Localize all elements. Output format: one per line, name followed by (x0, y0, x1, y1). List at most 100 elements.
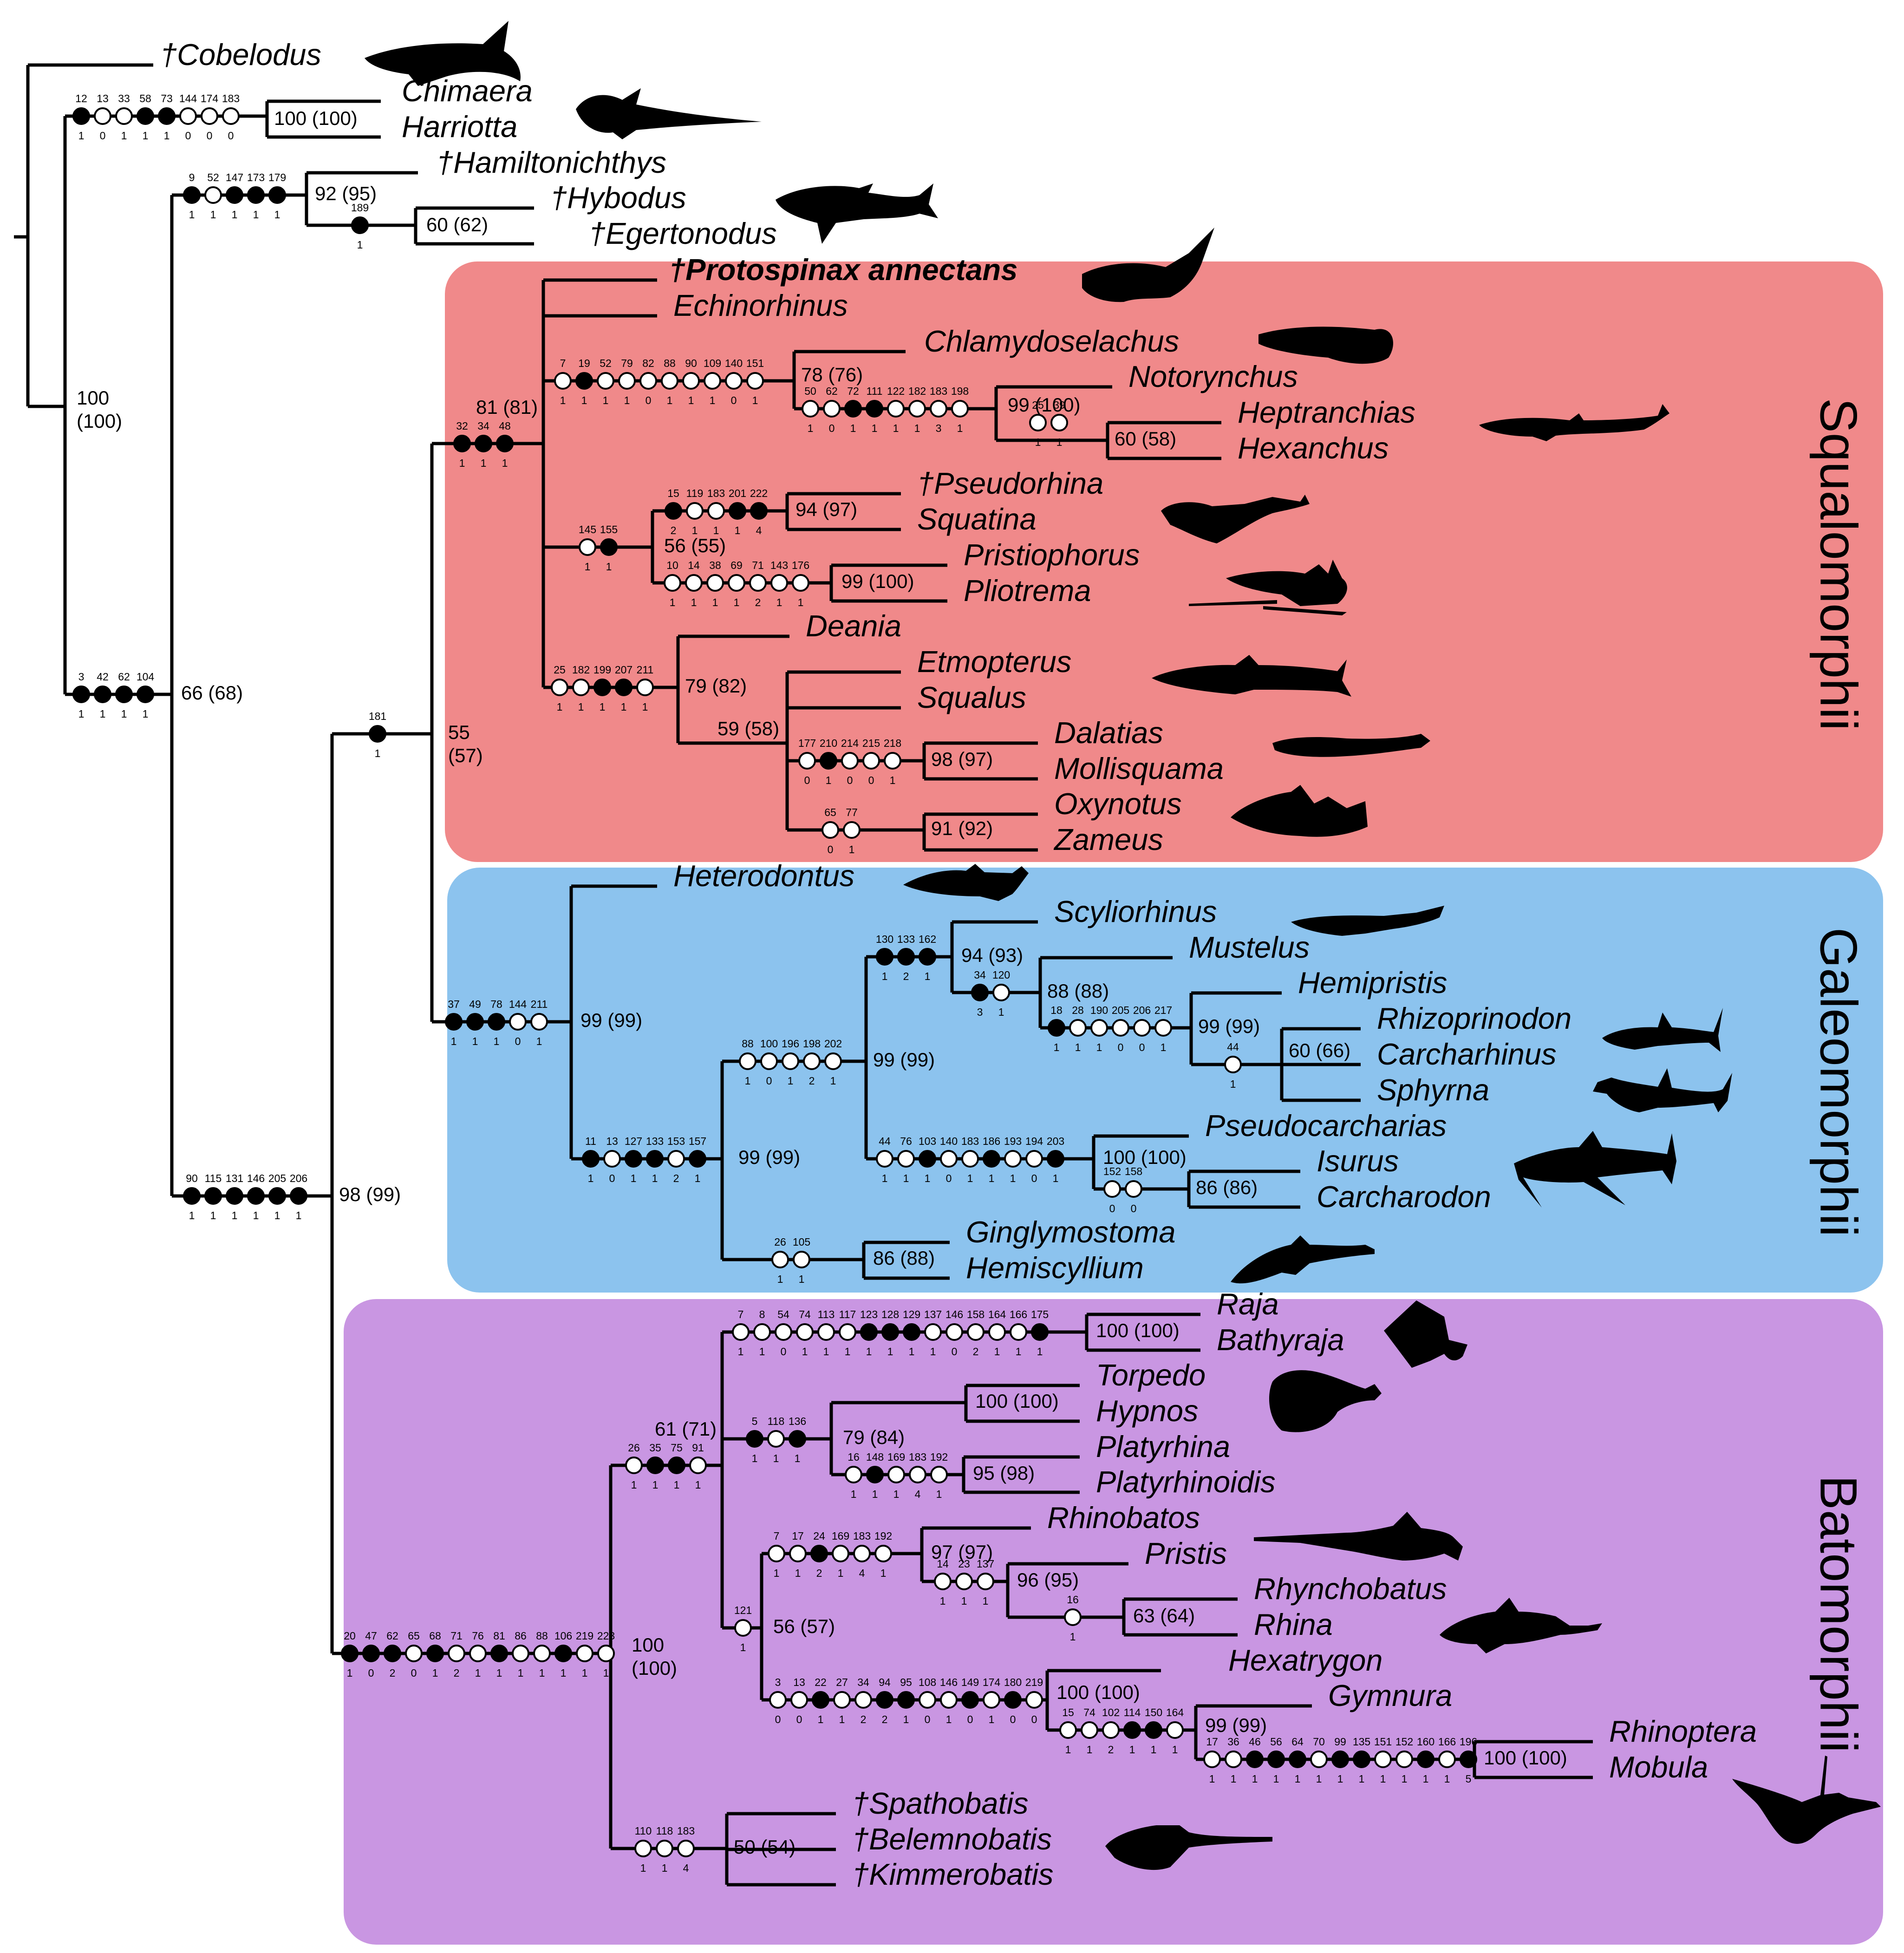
character-state: 1 (893, 422, 899, 434)
character-state-marker (204, 1187, 222, 1205)
taxon-label: Rhizoprinodon (1377, 1001, 1571, 1035)
character-number: 137 (977, 1558, 994, 1570)
character-state: 0 (1118, 1041, 1124, 1053)
character-number: 206 (1133, 1004, 1151, 1016)
character-state-marker (983, 1150, 1000, 1168)
character-state: 1 (189, 209, 195, 221)
character-state: 0 (368, 1667, 374, 1679)
character-number: 38 (709, 559, 721, 571)
character-state-marker (874, 1545, 892, 1562)
support-value: 63 (64) (1133, 1605, 1195, 1626)
character-state-marker (665, 502, 682, 520)
taxon-label: †Belemnobatis (852, 1822, 1052, 1856)
character-number: 37 (448, 998, 460, 1010)
taxon-label: Gymnura (1328, 1679, 1452, 1712)
taxon-label: †Egertonodus (589, 216, 777, 250)
character-state-marker (554, 372, 572, 390)
character-number: 75 (671, 1442, 683, 1454)
character-states: 1211303315817311440174018309152114711731… (72, 92, 1477, 1874)
character-number: 54 (777, 1308, 789, 1320)
character-state: 1 (774, 1567, 780, 1579)
support-value: 100 (100) (274, 107, 358, 129)
taxon-label: Platyrhinoidis (1096, 1465, 1276, 1499)
character-number: 47 (365, 1630, 377, 1642)
character-number: 223 (597, 1630, 615, 1642)
character-state: 1 (1231, 1773, 1237, 1785)
character-state-marker (496, 435, 514, 452)
taxon-label: Isurus (1317, 1144, 1399, 1178)
character-number: 52 (600, 357, 612, 369)
character-state: 0 (1131, 1202, 1137, 1215)
character-state: 1 (674, 1479, 680, 1491)
taxon-label: Platyrhina (1096, 1430, 1230, 1463)
taxon-label: Chlamydoselachus (924, 324, 1179, 358)
character-number: 103 (919, 1135, 936, 1147)
character-state-marker (739, 1052, 756, 1070)
character-state-marker (1050, 414, 1068, 431)
character-number: 151 (1374, 1736, 1392, 1748)
taxon-label: Torpedo (1096, 1358, 1206, 1392)
support-value: 55 (448, 721, 470, 743)
character-state: 1 (872, 422, 878, 434)
character-number: 151 (746, 357, 764, 369)
support-value: 100 (100) (1096, 1319, 1180, 1341)
support-values: 100 (100)92 (95)60 (62)100(100)66 (68)98… (77, 107, 1567, 1858)
character-state-marker (1029, 414, 1047, 431)
character-number: 76 (900, 1135, 912, 1147)
character-number: 110 (635, 1825, 652, 1837)
character-state: 1 (143, 130, 149, 142)
character-state-marker (575, 372, 593, 390)
taxon-label: Harriotta (402, 110, 517, 144)
hybodus-silhouette (776, 183, 938, 244)
character-number: 88 (742, 1038, 754, 1050)
character-number: 88 (536, 1630, 548, 1642)
character-state: 1 (232, 1209, 238, 1221)
character-state: 1 (773, 1452, 779, 1464)
character-number: 192 (930, 1451, 948, 1463)
taxon-label: †Pseudorhina (917, 466, 1103, 500)
character-number: 202 (824, 1038, 842, 1050)
character-number: 199 (593, 664, 611, 676)
character-state: 1 (983, 1595, 989, 1607)
character-state-marker (351, 216, 369, 234)
character-number: 144 (179, 92, 197, 105)
character-number: 25 (554, 664, 566, 676)
character-state-marker (137, 107, 154, 125)
character-state-marker (668, 1457, 685, 1474)
character-state: 1 (502, 457, 508, 469)
character-state-marker (817, 1323, 835, 1341)
ginglymostoma-silhouette (1231, 1235, 1375, 1284)
character-number: 169 (887, 1451, 905, 1463)
character-number: 174 (983, 1676, 1001, 1688)
character-state-marker (445, 1013, 463, 1031)
character-number: 183 (930, 385, 947, 397)
character-state-marker (1031, 1323, 1049, 1341)
character-number: 166 (1010, 1308, 1027, 1320)
support-value: 94 (93) (961, 944, 1023, 966)
sphyrna-silhouette (1593, 1068, 1732, 1112)
character-state-marker (792, 574, 809, 592)
support-value: 100 (100) (1484, 1747, 1567, 1769)
character-state-marker (247, 186, 265, 204)
character-number: 94 (879, 1676, 891, 1688)
character-state: 1 (914, 422, 920, 434)
character-state: 1 (432, 1667, 438, 1679)
character-state-marker (677, 1840, 695, 1857)
dalatias-silhouette (1272, 734, 1430, 757)
character-state: 5 (1466, 1773, 1472, 1785)
character-state: 0 (515, 1035, 521, 1047)
character-state: 1 (788, 1075, 794, 1087)
character-state-marker (158, 107, 176, 125)
character-number: 105 (793, 1236, 810, 1248)
character-number: 27 (836, 1676, 848, 1688)
character-number: 16 (848, 1451, 860, 1463)
character-number: 19 (578, 357, 590, 369)
character-state: 1 (1209, 1773, 1215, 1785)
character-state: 0 (796, 1713, 802, 1725)
character-state: 2 (1108, 1744, 1114, 1756)
character-number: 69 (730, 559, 743, 571)
character-state-marker (661, 372, 678, 390)
character-number: 211 (531, 998, 548, 1010)
character-number: 72 (847, 385, 859, 397)
character-state-marker (803, 1052, 821, 1070)
